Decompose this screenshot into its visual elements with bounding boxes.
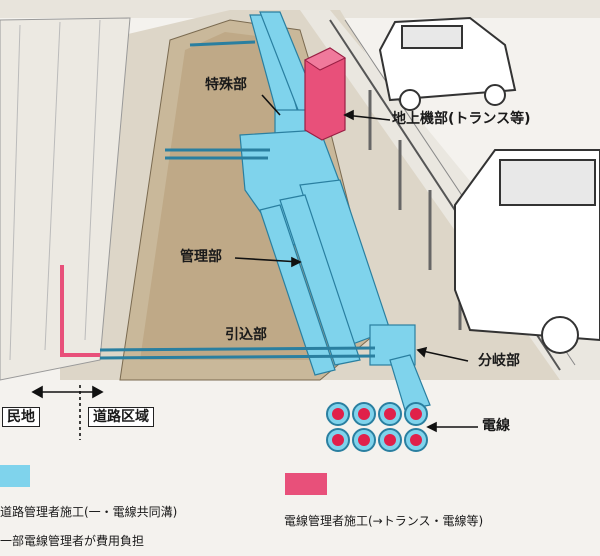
label-private-land: 民地 xyxy=(2,407,40,427)
legend-road-admin: 道路管理者施工(一・電線共同溝) xyxy=(0,505,178,519)
car-top-icon xyxy=(378,16,517,111)
car-side-icon xyxy=(454,149,600,354)
label-above-ground: 地上機部(トランス等) xyxy=(392,111,531,127)
cross-pipes xyxy=(99,40,376,360)
legend-swatch-road xyxy=(0,465,30,487)
legend-cable-admin: 電線管理者施工(→トランス・電線等) xyxy=(284,514,484,528)
label-road-area: 道路区域 xyxy=(88,407,154,427)
cable-cores xyxy=(332,408,422,446)
label-cable: 電線 xyxy=(482,418,510,434)
legend-note: 一部電線管理者が費用負担 xyxy=(0,534,145,548)
conduit-system xyxy=(239,11,431,411)
leader-lines xyxy=(31,94,478,440)
label-lead-in: 引込部 xyxy=(225,327,267,343)
label-management: 管理部 xyxy=(180,249,222,265)
top-strip xyxy=(0,0,600,18)
transformer-icon xyxy=(303,47,347,141)
legend-swatch-cable xyxy=(285,473,327,495)
label-branch: 分岐部 xyxy=(478,353,520,369)
building-wall xyxy=(0,17,131,381)
label-special: 特殊部 xyxy=(205,77,247,93)
private-lead-in-line xyxy=(60,265,100,357)
